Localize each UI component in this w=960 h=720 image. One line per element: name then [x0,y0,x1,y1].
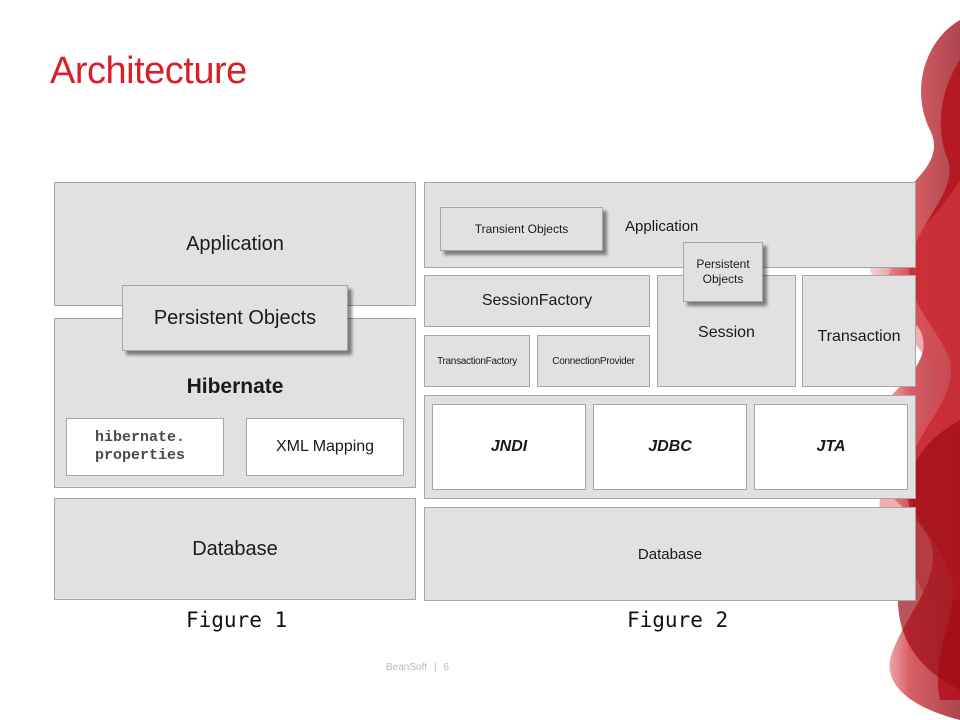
fig2-persistent-objects-box: Persistent Objects [683,242,763,302]
fig2-application-layer: Application [424,182,916,268]
fig2-session-factory-label: SessionFactory [481,292,593,309]
fig2-connection-provider-box: ConnectionProvider [537,335,650,387]
fig2-session-label: Session [698,324,755,341]
footer-brand: BeanSoft [386,662,428,673]
fig2-transaction-label: Transaction [817,328,901,345]
slide-title: Architecture [50,50,247,92]
fig2-persistent-objects-line1: Persistent [696,257,750,271]
fig2-persistent-objects-line2: Objects [702,272,744,286]
fig2-transaction-factory-label: TransactionFactory [437,355,517,367]
fig2-jta-label: JTA [816,438,846,455]
fig1-hibernate-properties-box: hibernate. properties [66,418,224,476]
fig1-application-label: Application [186,233,284,255]
fig1-xml-mapping-box: XML Mapping [246,418,404,476]
fig2-jdbc-box: JDBC [593,404,747,490]
fig2-jndi-label: JNDI [490,438,528,455]
fig1-database-label: Database [192,537,278,560]
fig1-persistent-objects-box: Persistent Objects [122,285,348,351]
fig1-hibernate-label: Hibernate [186,375,284,398]
fig1-hibernate-properties-line1: hibernate. [95,429,186,446]
fig2-database-label: Database [637,545,703,563]
figure-2-caption: Figure 2 [627,608,729,632]
fig2-transaction-factory-box: TransactionFactory [424,335,530,387]
fig2-jta-box: JTA [754,404,908,490]
fig2-connection-provider-label: ConnectionProvider [552,355,635,367]
fig2-transaction-box: Transaction [802,275,916,387]
fig2-database-layer: Database [424,507,916,601]
fig1-database-layer: Database [54,498,416,600]
fig1-persistent-objects-label: Persistent Objects [153,306,317,329]
fig2-transient-objects-box: Transient Objects [440,207,603,251]
slide-footer: BeanSoft | 6 [386,662,449,673]
fig2-jdbc-label: JDBC [648,438,692,455]
fig1-xml-mapping-label: XML Mapping [275,438,375,455]
fig2-transient-objects-label: Transient Objects [474,222,569,236]
fig1-hibernate-properties-line2: properties [95,447,186,464]
page-number: 6 [443,662,449,673]
footer-separator: | [433,662,437,673]
fig2-jndi-box: JNDI [432,404,586,490]
fig2-session-factory-box: SessionFactory [424,275,650,327]
figure-1-caption: Figure 1 [186,608,288,632]
fig2-application-label: Application [625,218,699,235]
